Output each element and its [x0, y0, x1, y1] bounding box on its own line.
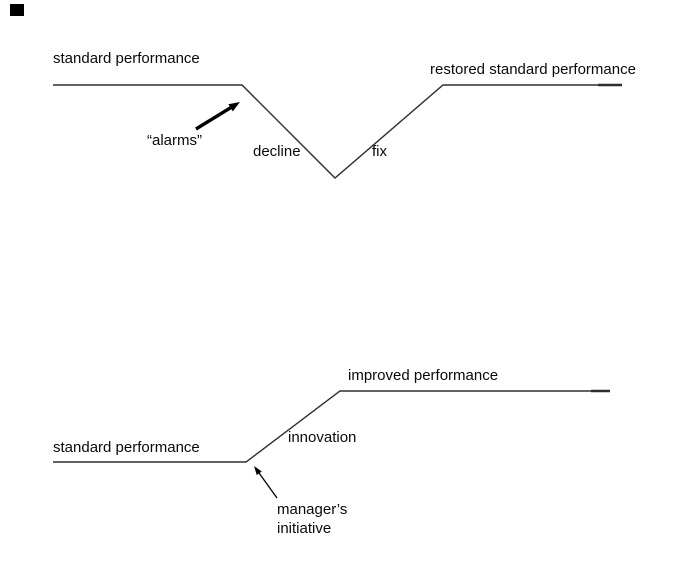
initiative-arrow-head-icon: [254, 466, 262, 476]
innovation-label: innovation: [288, 429, 357, 446]
bottom-standard-performance-label: standard performance: [53, 439, 200, 456]
bottom-performance-curve: [53, 390, 610, 463]
alarms-arrow-head-icon: [228, 102, 240, 112]
managers-initiative-label-line2: initiative: [277, 520, 332, 537]
top-standard-performance-label: standard performance: [53, 50, 200, 67]
managers-initiative-label-line1: manager’s: [277, 501, 348, 518]
improved-performance-label: improved performance: [348, 367, 499, 384]
managers-initiative-label: manager’s initiative: [277, 500, 347, 538]
fix-label: fix: [372, 143, 387, 160]
restored-standard-performance-label: restored standard performance: [430, 61, 636, 78]
initiative-arrow-shaft: [256, 470, 278, 499]
alarms-label: “alarms”: [147, 132, 202, 149]
alarms-arrow-shaft: [195, 105, 234, 131]
top-performance-curve: [53, 84, 622, 179]
decline-label: decline: [253, 143, 301, 160]
black-square-marker: [10, 4, 24, 16]
